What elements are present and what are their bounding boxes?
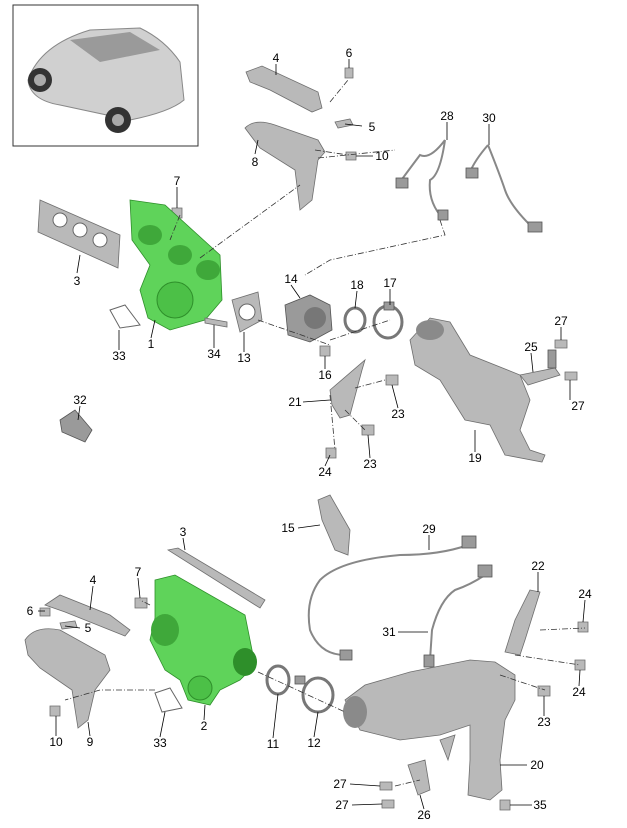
callout-23[interactable]: 23 — [363, 457, 377, 471]
nut-6[interactable] — [344, 67, 354, 79]
callout-24[interactable]: 24 — [572, 685, 586, 699]
gasket-13[interactable] — [231, 291, 263, 333]
clamp-17[interactable] — [372, 301, 404, 340]
callout-labels: 4 6 5 8 10 28 30 7 3 14 18 17 27 25 27 3… — [27, 46, 592, 822]
callout-22[interactable]: 22 — [531, 559, 545, 573]
heat-shield-8[interactable] — [244, 121, 326, 211]
callout-27[interactable]: 27 — [335, 798, 349, 812]
bolt-24b[interactable] — [577, 621, 589, 633]
vehicle-thumbnail[interactable] — [12, 4, 199, 147]
bolt-5b[interactable] — [59, 620, 78, 630]
bolt-27c[interactable] — [379, 781, 393, 791]
bolt-23c[interactable] — [537, 685, 551, 697]
bolt-23b[interactable] — [361, 424, 375, 436]
catalytic-converter-19[interactable] — [409, 317, 546, 463]
callout-31[interactable]: 31 — [382, 625, 396, 639]
callout-35[interactable]: 35 — [533, 798, 547, 812]
callout-27[interactable]: 27 — [571, 399, 585, 413]
callout-19[interactable]: 19 — [468, 451, 482, 465]
callout-3[interactable]: 3 — [180, 525, 187, 539]
callout-28[interactable]: 28 — [440, 109, 454, 123]
oxygen-sensor-29[interactable] — [307, 535, 477, 661]
callout-5[interactable]: 5 — [85, 621, 92, 635]
bracket-21[interactable] — [329, 358, 366, 419]
part-32[interactable] — [59, 409, 93, 443]
callout-4[interactable]: 4 — [273, 51, 280, 65]
callout-4[interactable]: 4 — [90, 573, 97, 587]
bracket-26[interactable] — [407, 759, 431, 796]
callout-33[interactable]: 33 — [112, 349, 126, 363]
bracket-25[interactable] — [519, 349, 561, 386]
callout-27[interactable]: 27 — [333, 777, 347, 791]
callout-29[interactable]: 29 — [422, 522, 436, 536]
nut-10b[interactable] — [49, 705, 61, 717]
turbocharger-1-highlighted[interactable] — [129, 199, 223, 331]
callout-17[interactable]: 17 — [383, 276, 397, 290]
callout-15[interactable]: 15 — [281, 521, 295, 535]
callout-23[interactable]: 23 — [537, 715, 551, 729]
callout-2[interactable]: 2 — [201, 719, 208, 733]
bolt-27b[interactable] — [564, 371, 578, 381]
nut-7b[interactable] — [134, 597, 148, 609]
callout-6[interactable]: 6 — [346, 46, 353, 60]
callout-20[interactable]: 20 — [530, 758, 544, 772]
bolt-27[interactable] — [554, 339, 568, 349]
callout-12[interactable]: 12 — [307, 736, 321, 750]
bolt-6b[interactable] — [39, 607, 51, 617]
callout-9[interactable]: 9 — [87, 735, 94, 749]
seal-ring-18[interactable] — [343, 306, 367, 334]
callout-26[interactable]: 26 — [417, 808, 431, 822]
nut-10[interactable] — [345, 151, 357, 161]
callout-7[interactable]: 7 — [174, 174, 181, 188]
heat-shield-9[interactable] — [24, 628, 111, 729]
heat-shield-bracket-4[interactable] — [245, 65, 323, 113]
callout-24[interactable]: 24 — [318, 465, 332, 479]
callout-32[interactable]: 32 — [73, 393, 87, 407]
callout-25[interactable]: 25 — [524, 340, 538, 354]
callout-13[interactable]: 13 — [237, 351, 251, 365]
callout-34[interactable]: 34 — [207, 347, 221, 361]
callout-23[interactable]: 23 — [391, 407, 405, 421]
callout-21[interactable]: 21 — [288, 395, 302, 409]
oxygen-sensor-31[interactable] — [423, 564, 493, 668]
clamp-33[interactable] — [109, 304, 141, 329]
oxygen-sensor-30[interactable] — [465, 144, 543, 233]
callout-5[interactable]: 5 — [369, 120, 376, 134]
oxygen-sensor-28[interactable] — [395, 139, 449, 221]
bracket-15[interactable] — [317, 494, 351, 556]
clamp-33b[interactable] — [154, 687, 183, 713]
gasket-3[interactable] — [37, 199, 121, 269]
seal-ring-11[interactable] — [265, 664, 291, 696]
turbocharger-2-highlighted[interactable] — [149, 574, 257, 706]
nut-16[interactable] — [319, 345, 331, 357]
stud-34[interactable] — [204, 317, 228, 328]
callout-33[interactable]: 33 — [153, 736, 167, 750]
callout-8[interactable]: 8 — [252, 155, 259, 169]
callout-18[interactable]: 18 — [350, 278, 364, 292]
callout-3[interactable]: 3 — [74, 274, 81, 288]
callout-24[interactable]: 24 — [578, 587, 592, 601]
catalytic-converter-20[interactable] — [343, 659, 516, 801]
callout-1[interactable]: 1 — [148, 337, 155, 351]
bolt-24[interactable] — [325, 447, 337, 459]
bolt-27d[interactable] — [381, 799, 395, 809]
callout-14[interactable]: 14 — [284, 272, 298, 286]
outlet-flange-14[interactable] — [284, 294, 333, 343]
bolt-24c[interactable] — [574, 659, 586, 671]
bracket-22[interactable] — [504, 589, 541, 656]
callout-7[interactable]: 7 — [135, 565, 142, 579]
callout-16[interactable]: 16 — [318, 368, 332, 382]
callout-6[interactable]: 6 — [27, 604, 34, 618]
heat-shield-bracket-4b[interactable] — [44, 594, 131, 637]
callout-10[interactable]: 10 — [49, 735, 63, 749]
callout-11[interactable]: 11 — [267, 737, 280, 751]
callout-27[interactable]: 27 — [554, 314, 568, 328]
clamp-12[interactable] — [294, 675, 335, 714]
nut-35[interactable] — [499, 799, 511, 811]
callout-30[interactable]: 30 — [482, 111, 496, 125]
gasket-3b[interactable] — [166, 547, 266, 609]
bolt-23[interactable] — [385, 374, 399, 386]
bolt-5[interactable] — [334, 118, 354, 129]
callout-10[interactable]: 10 — [375, 149, 389, 163]
